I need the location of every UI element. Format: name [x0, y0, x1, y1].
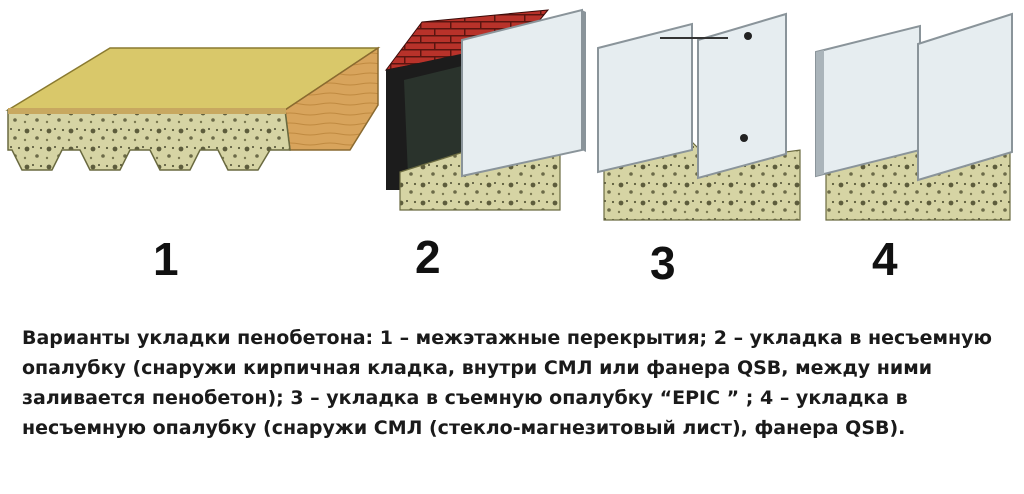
figure-number-4: 4: [872, 233, 898, 285]
slab-front-foam: [7, 109, 291, 171]
panel-board-2: [461, 8, 583, 178]
figure-1-floor-slab: [5, 46, 381, 171]
wall-shade: [404, 64, 470, 176]
figure-4-sheet-formwork: [815, 12, 1013, 221]
illustrations-area: [5, 8, 1013, 221]
panel-left-4: [815, 24, 921, 178]
form-tie-upper: [744, 32, 752, 40]
figure-number-3: 3: [650, 237, 676, 289]
foam-fill-2: [399, 149, 561, 211]
slab-base-strip: [8, 108, 286, 114]
form-tie-lower: [740, 134, 748, 142]
panel-right-4: [917, 12, 1013, 182]
figure-2-brick-formwork: [384, 8, 586, 211]
figure-caption: Варианты укладки пенобетона: 1 – межэтаж…: [22, 327, 992, 439]
panel-left-4-edge: [816, 50, 824, 176]
figure-number-1: 1: [153, 233, 179, 285]
figure-3-removable-formwork: [597, 12, 801, 221]
figure-number-2: 2: [415, 231, 441, 283]
panel-left-3: [597, 22, 693, 174]
panel-edge-2: [582, 10, 586, 152]
panel-right-3: [697, 12, 787, 180]
